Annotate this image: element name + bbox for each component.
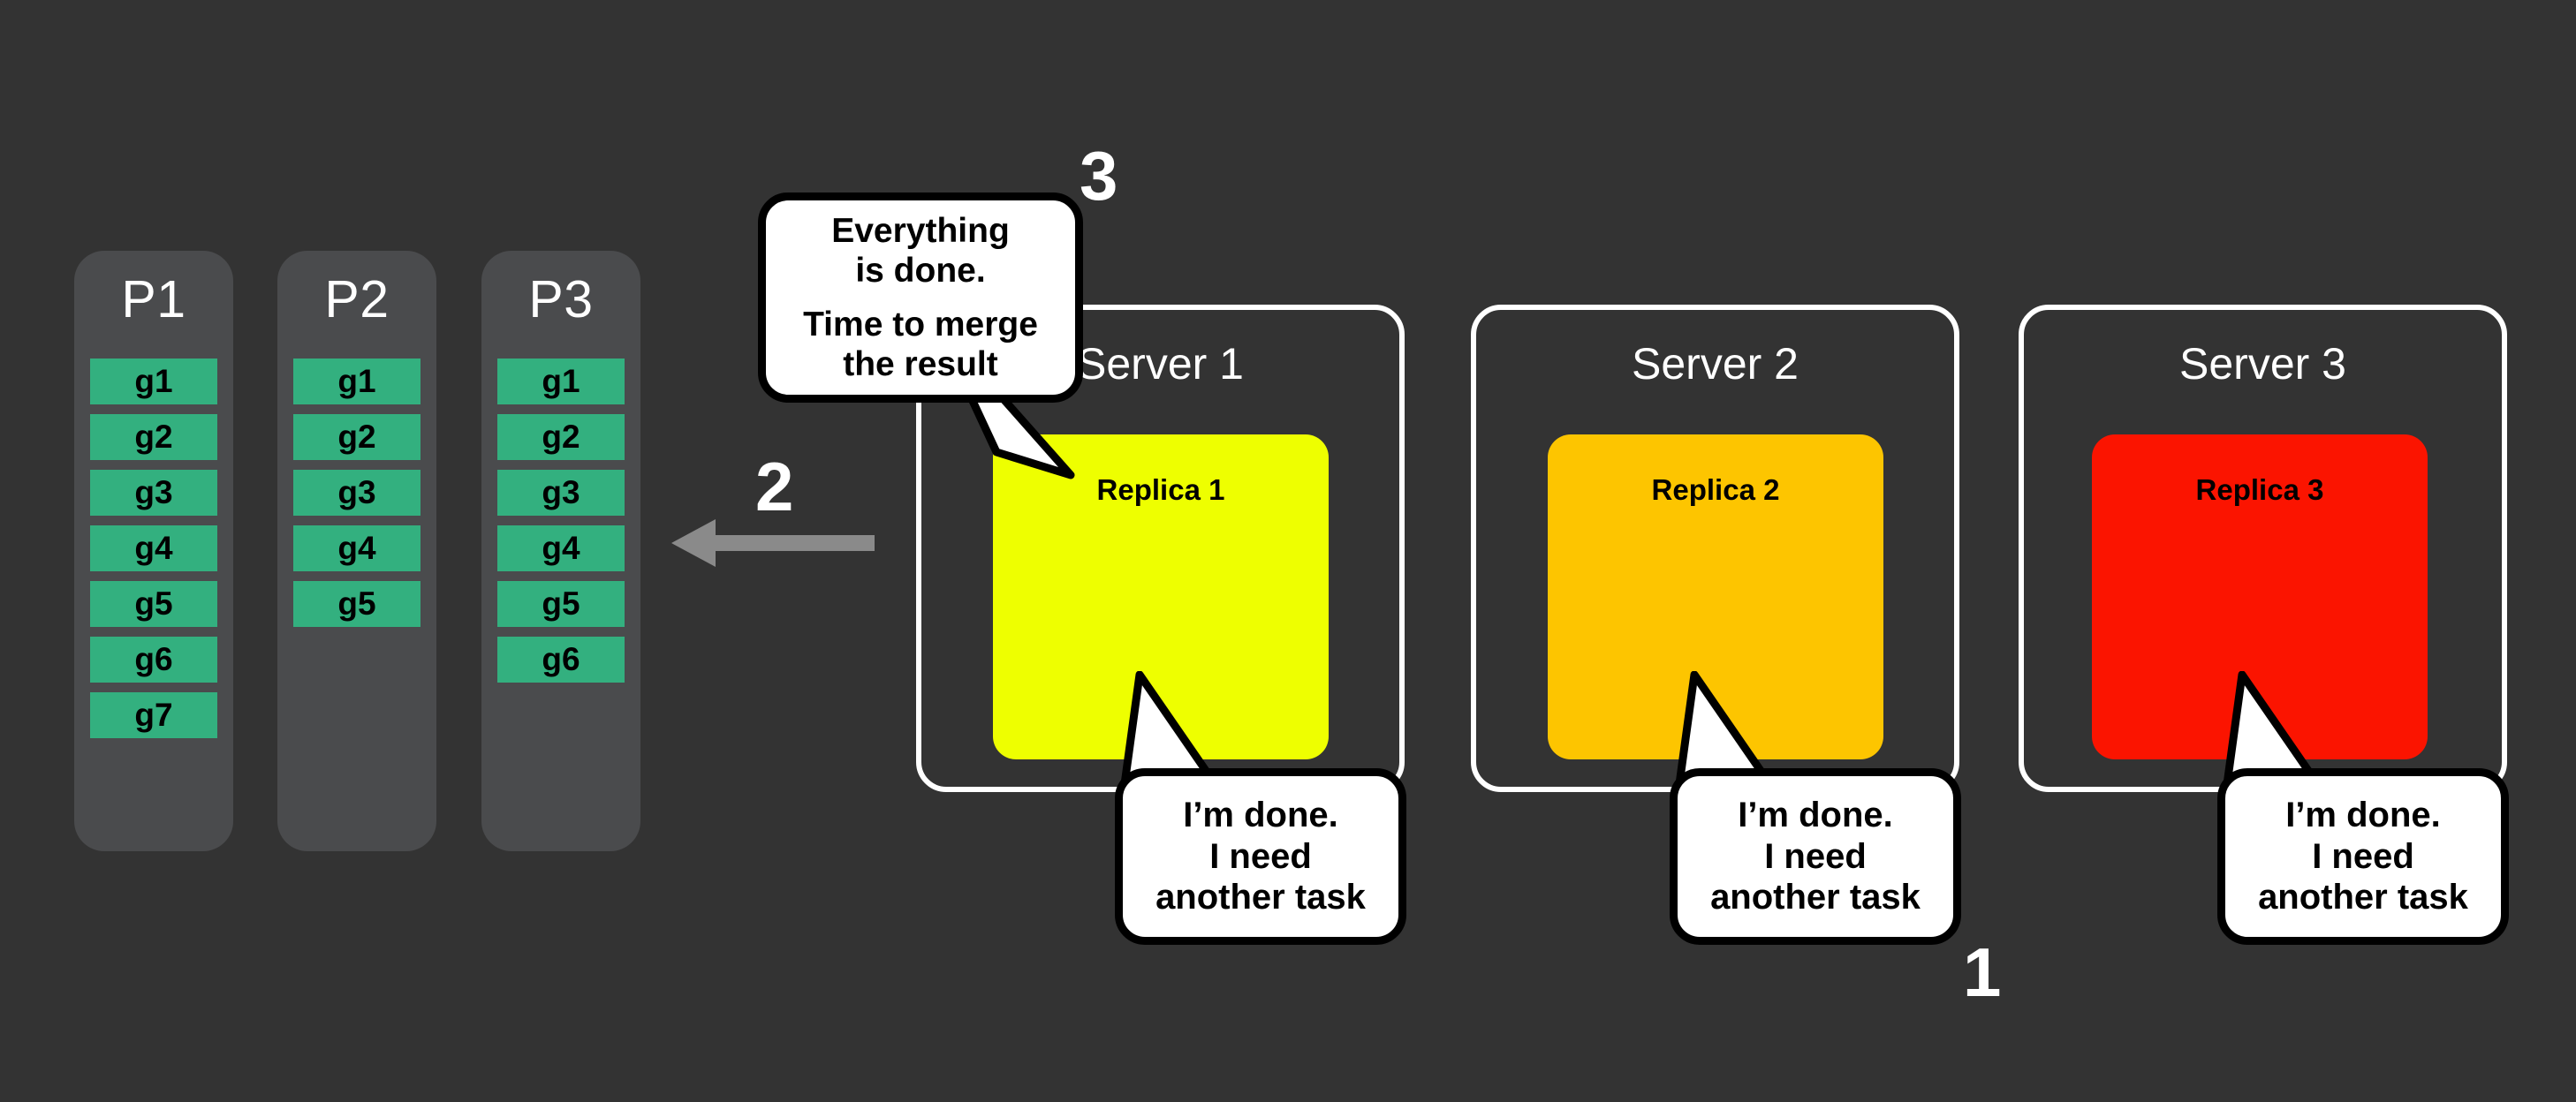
merge-speech-bubble: Everything is done. Time to merge the re… <box>758 192 1083 403</box>
partition-title: P1 <box>121 270 186 328</box>
replica-label: Replica 1 <box>1096 473 1225 506</box>
merge-arrow <box>671 512 875 574</box>
chunk-block: g4 <box>497 525 625 571</box>
bubble-line: I need <box>1764 836 1867 876</box>
bubble-line: is done. <box>855 251 986 290</box>
step-number-3: 3 <box>1080 137 1118 215</box>
partition-p3: P3 g1 g2 g3 g4 g5 g6 <box>481 251 640 851</box>
bubble-line: Time to merge <box>803 306 1038 343</box>
partition-title: P3 <box>528 270 594 328</box>
bubble-line: another task <box>1710 878 1921 917</box>
done-speech-bubble-1: I’m done. I need another task <box>1115 768 1406 945</box>
bubble-line: Everything <box>831 211 1010 250</box>
replica-3: Replica 3 <box>2092 434 2428 759</box>
replica-label: Replica 2 <box>1651 473 1780 506</box>
chunk-list: g1 g2 g3 g4 g5 <box>293 359 420 637</box>
bubble-line: the result <box>843 345 998 384</box>
chunk-block: g3 <box>293 470 420 516</box>
chunk-block: g6 <box>497 637 625 683</box>
chunk-block: g5 <box>497 581 625 627</box>
step-number-1: 1 <box>1963 933 2002 1011</box>
chunk-block: g4 <box>293 525 420 571</box>
bubble-line: I’m done. <box>1183 796 1338 835</box>
replica-2: Replica 2 <box>1548 434 1883 759</box>
chunk-block: g2 <box>90 414 217 460</box>
bubble-line: I’m done. <box>1738 796 1893 835</box>
done-speech-bubble-2: I’m done. I need another task <box>1670 768 1961 945</box>
partition-p1: P1 g1 g2 g3 g4 g5 g6 g7 <box>74 251 233 851</box>
bubble-line: I’m done. <box>2285 796 2441 835</box>
server-title: Server 3 <box>2179 339 2346 389</box>
chunk-block: g1 <box>90 359 217 404</box>
bubble-line: I need <box>1209 836 1312 876</box>
server-title: Server 2 <box>1632 339 1799 389</box>
chunk-block: g3 <box>497 470 625 516</box>
chunk-list: g1 g2 g3 g4 g5 g6 <box>497 359 625 692</box>
chunk-block: g4 <box>90 525 217 571</box>
done-speech-bubble-3: I’m done. I need another task <box>2217 768 2509 945</box>
arrow-left-icon <box>671 519 875 567</box>
chunk-block: g3 <box>90 470 217 516</box>
chunk-block: g1 <box>497 359 625 404</box>
chunk-block: g1 <box>293 359 420 404</box>
step-number-2: 2 <box>755 448 794 525</box>
chunk-list: g1 g2 g3 g4 g5 g6 g7 <box>90 359 217 748</box>
replica-label: Replica 3 <box>2195 473 2324 506</box>
chunk-block: g2 <box>293 414 420 460</box>
partition-p2: P2 g1 g2 g3 g4 g5 <box>277 251 436 851</box>
chunk-block: g5 <box>90 581 217 627</box>
chunk-block: g6 <box>90 637 217 683</box>
partition-title: P2 <box>324 270 390 328</box>
server-title: Server 1 <box>1077 339 1244 389</box>
bubble-line: I need <box>2312 836 2414 876</box>
chunk-block: g7 <box>90 692 217 738</box>
chunk-block: g2 <box>497 414 625 460</box>
chunk-block: g5 <box>293 581 420 627</box>
bubble-line: another task <box>1155 878 1366 917</box>
bubble-line: another task <box>2258 878 2468 917</box>
replica-1: Replica 1 <box>993 434 1329 759</box>
